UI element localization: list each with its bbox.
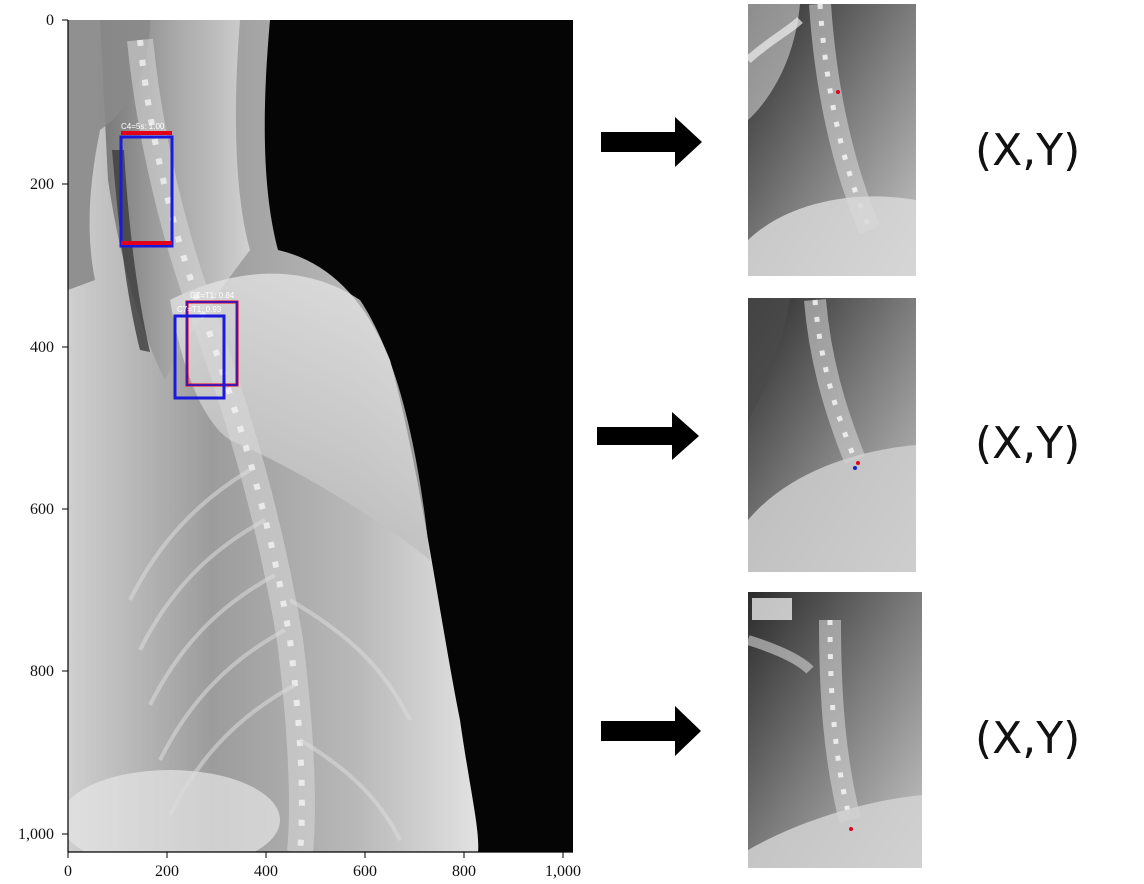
box-label-3: C7=T1: 0.93 <box>177 305 222 314</box>
y-tick-400: 400 <box>30 339 54 356</box>
x-tick-0: 0 <box>64 863 72 880</box>
crop-image-3 <box>748 592 922 868</box>
arrow-3 <box>601 706 701 756</box>
x-tick-1000: 1,000 <box>545 863 581 880</box>
coord-label-1: (X,Y) <box>975 125 1080 176</box>
y-tick-0: 0 <box>46 12 54 29</box>
y-tick-200: 200 <box>30 176 54 193</box>
y-tick-800: 800 <box>30 663 54 680</box>
y-tick-600: 600 <box>30 501 54 518</box>
arrows <box>597 117 702 756</box>
coord-label-3: (X,Y) <box>975 713 1080 764</box>
x-tick-200: 200 <box>155 863 179 880</box>
box-label-2: C7=T1: 0.84 <box>190 291 235 300</box>
xray-image <box>60 20 573 870</box>
x-tick-800: 800 <box>452 863 476 880</box>
crop-image-1 <box>748 4 916 276</box>
x-tick-400: 400 <box>254 863 278 880</box>
coord-label-2: (X,Y) <box>975 418 1080 469</box>
y-tick-1000: 1,000 <box>18 826 54 843</box>
x-tick-600: 600 <box>353 863 377 880</box>
arrow-2 <box>597 412 699 460</box>
crop-image-2 <box>748 298 916 572</box>
arrow-1 <box>601 117 702 167</box>
box-label-1: C4=5s: 1.00 <box>121 122 165 131</box>
